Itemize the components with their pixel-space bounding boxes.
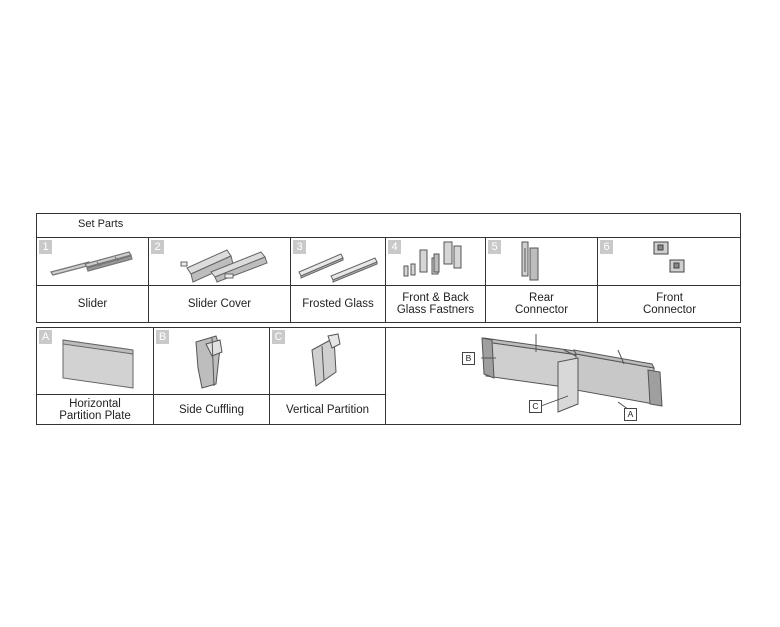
partition-assembly-icon bbox=[481, 334, 663, 413]
partition-plate-icon bbox=[62, 339, 134, 389]
slider-rail-icon bbox=[50, 251, 133, 276]
callout-c: C bbox=[529, 400, 542, 413]
part-label: Slider Cover bbox=[187, 298, 252, 310]
part-number: 2 bbox=[151, 240, 164, 254]
part-number: 4 bbox=[388, 240, 401, 254]
part-front-connector: 6 bbox=[598, 238, 741, 285]
part-number: 3 bbox=[293, 240, 306, 254]
assembly-illustration: B C A bbox=[386, 328, 741, 424]
part-glass-fasteners: 4 bbox=[386, 238, 485, 285]
callout-a: A bbox=[624, 408, 637, 421]
part-vertical-partition: C bbox=[270, 328, 385, 394]
part-frosted-glass: 3 bbox=[291, 238, 385, 285]
part-number: 5 bbox=[488, 240, 501, 254]
part-side-cuffling: B bbox=[154, 328, 269, 394]
front-connector-icon bbox=[653, 241, 685, 273]
callout-b: B bbox=[462, 352, 475, 365]
part-label: Slider bbox=[77, 298, 108, 310]
part-number: A bbox=[39, 330, 52, 344]
set-parts-title: Set Parts bbox=[78, 218, 124, 230]
part-slider: 1 bbox=[37, 238, 148, 285]
glass-panel-icon bbox=[298, 253, 378, 283]
fastener-icon bbox=[403, 241, 462, 277]
slider-cover-icon bbox=[180, 249, 268, 283]
rear-connector-icon bbox=[521, 241, 539, 281]
part-rear-connector: 5 bbox=[486, 238, 597, 285]
part-number: 6 bbox=[600, 240, 613, 254]
part-label: Side Cuffling bbox=[179, 404, 244, 416]
part-slider-cover: 2 bbox=[149, 238, 290, 285]
side-cuffling-icon bbox=[195, 335, 223, 389]
part-number: 1 bbox=[39, 240, 52, 254]
set-parts-table: Set Parts 1 Slider 2 bbox=[36, 213, 741, 323]
part-number: B bbox=[156, 330, 169, 344]
part-label: Frosted Glass bbox=[302, 298, 374, 310]
part-label: Vertical Partition bbox=[285, 404, 370, 416]
vertical-partition-icon bbox=[311, 333, 341, 387]
part-horizontal-plate: A bbox=[37, 328, 153, 394]
part-number: C bbox=[272, 330, 285, 344]
